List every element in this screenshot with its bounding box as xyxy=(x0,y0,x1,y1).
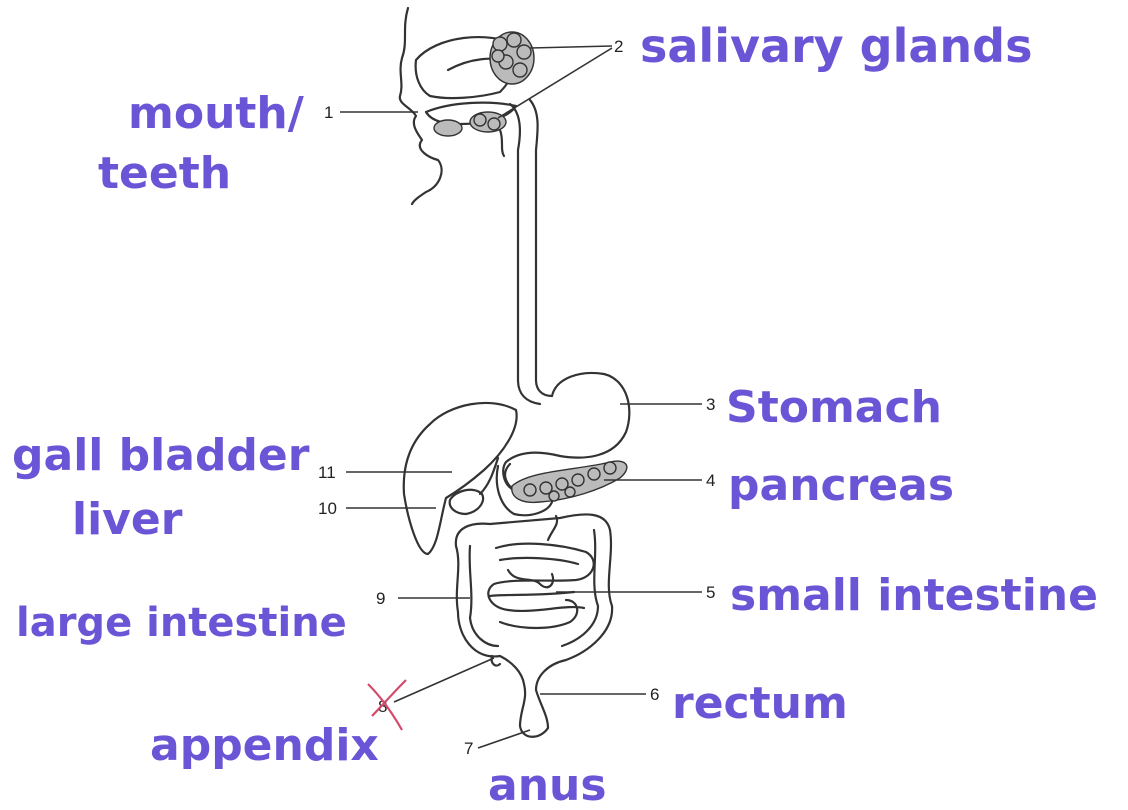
number-10: 10 xyxy=(318,499,337,518)
label-mouth: mouth/ xyxy=(128,88,305,139)
number-2: 2 xyxy=(614,37,623,56)
number-9: 9 xyxy=(376,589,385,608)
number-5: 5 xyxy=(706,583,715,602)
label-liver: liver xyxy=(72,494,183,545)
esophagus xyxy=(500,100,552,404)
leader-lines xyxy=(340,46,702,748)
pancreas xyxy=(512,461,627,502)
label-teeth: teeth xyxy=(98,148,231,199)
number-4: 4 xyxy=(706,471,715,490)
number-7: 7 xyxy=(464,739,473,758)
gall-bladder xyxy=(450,490,483,514)
label-anus: anus xyxy=(488,760,607,810)
label-pancreas: pancreas xyxy=(728,460,954,511)
number-6: 6 xyxy=(650,685,659,704)
label-stomach: Stomach xyxy=(726,382,942,433)
large-intestine xyxy=(456,514,612,736)
diagram-numbers: 1 2 3 4 5 6 7 8 9 10 11 xyxy=(318,37,715,758)
number-11: 11 xyxy=(318,463,336,482)
label-salivary-glands: salivary glands xyxy=(640,19,1032,73)
handwritten-labels: salivary glands mouth/ teeth Stomach pan… xyxy=(12,19,1098,810)
label-rectum: rectum xyxy=(672,678,848,729)
label-gall-bladder: gall bladder xyxy=(12,430,310,481)
label-large-intestine: large intestine xyxy=(16,600,347,646)
small-intestine xyxy=(488,516,593,628)
label-appendix: appendix xyxy=(150,720,379,771)
label-small-intestine: small intestine xyxy=(730,570,1098,621)
number-1: 1 xyxy=(324,103,333,122)
number-3: 3 xyxy=(706,395,715,414)
